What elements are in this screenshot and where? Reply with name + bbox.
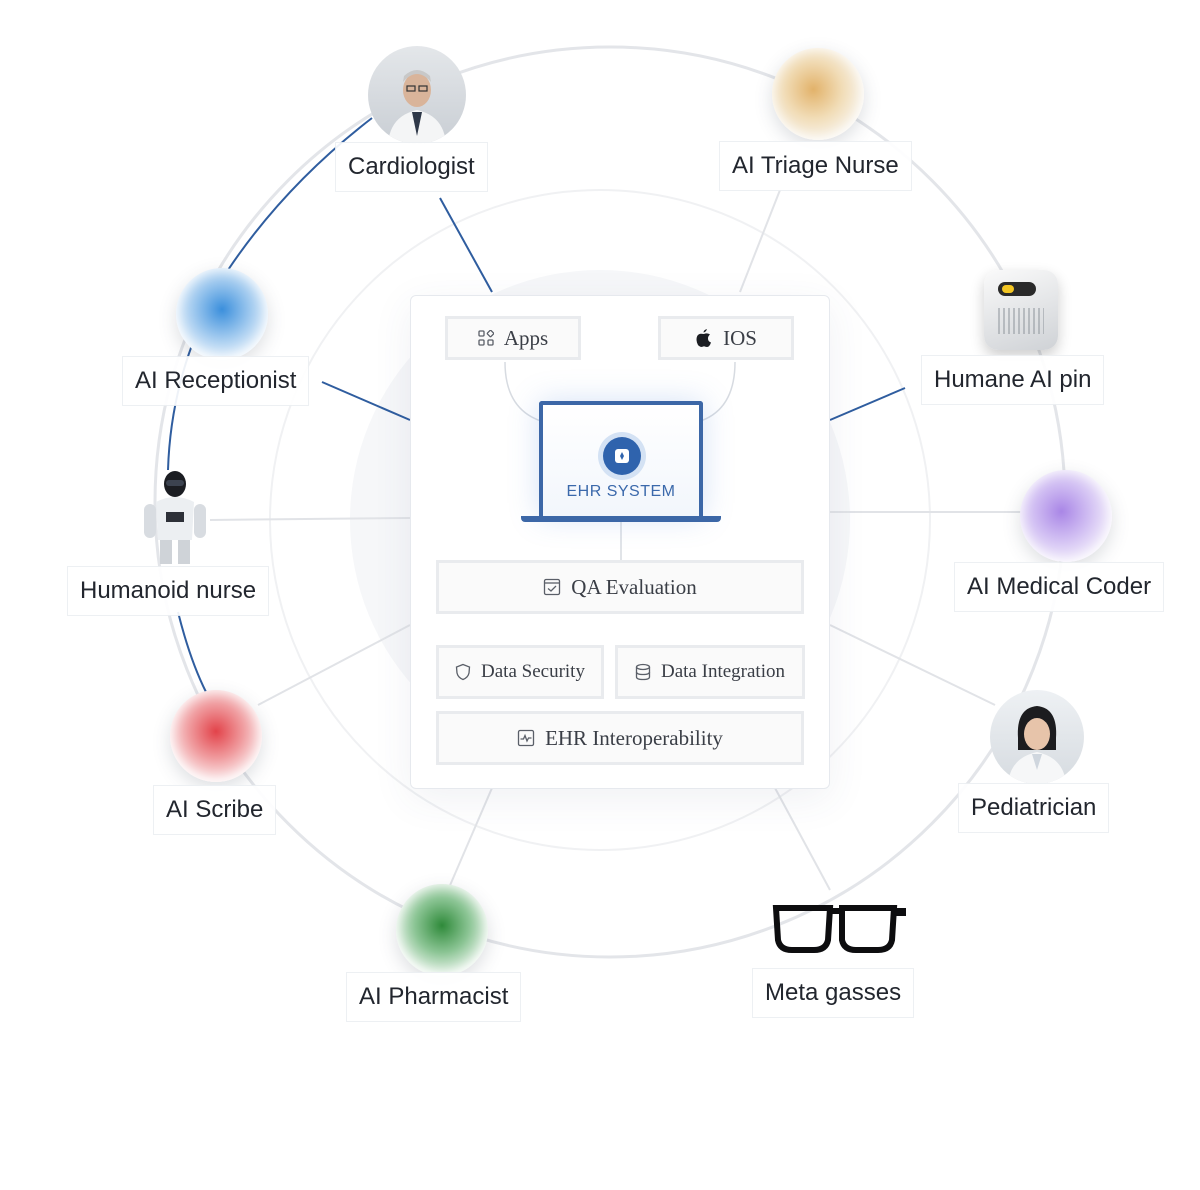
checkbox-icon [543, 578, 561, 596]
apps-icon [478, 330, 494, 346]
glasses-label: Meta gasses [753, 969, 913, 1017]
data-integration-pill[interactable]: Data Integration [615, 645, 805, 699]
database-icon [635, 663, 651, 681]
pediatrician-avatar [990, 690, 1084, 784]
qa-label: QA Evaluation [571, 575, 696, 600]
pin-speaker-grille [998, 308, 1044, 334]
cardiologist-avatar [368, 46, 466, 144]
scribe-label: AI Scribe [154, 786, 275, 834]
humane-pin-device [984, 270, 1058, 350]
apps-pill[interactable]: Apps [445, 316, 581, 360]
laptop-base [521, 516, 721, 522]
receptionist-orb [176, 268, 268, 360]
security-label: Data Security [481, 661, 585, 683]
coder-label: AI Medical Coder [955, 563, 1163, 611]
pharmacist-label: AI Pharmacist [347, 973, 520, 1021]
pharmacist-orb [396, 884, 488, 976]
humanoid-label: Humanoid nurse [68, 567, 268, 615]
activity-chart-icon [517, 729, 535, 747]
integration-label: Data Integration [661, 661, 785, 683]
doctor-icon [990, 690, 1084, 784]
spoke-glasses [775, 788, 830, 890]
spoke-pediatrician [830, 625, 995, 705]
scribe-orb [170, 690, 262, 782]
ehr-platform-panel: Apps IOS EHR SYSTEM [410, 295, 830, 789]
triage-orb [772, 48, 864, 140]
coder-orb [1020, 470, 1112, 562]
ehr-interoperability-pill[interactable]: EHR Interoperability [436, 711, 804, 765]
humane-label: Humane AI pin [922, 356, 1103, 404]
pin-camera-icon [998, 282, 1036, 296]
ios-pill[interactable]: IOS [658, 316, 794, 360]
humanoid-robot [136, 470, 214, 564]
doctor-icon [368, 46, 466, 144]
cardiologist-label: Cardiologist [336, 143, 487, 191]
data-security-pill[interactable]: Data Security [436, 645, 604, 699]
ehr-system-laptop[interactable]: EHR SYSTEM [539, 401, 703, 517]
qa-evaluation-pill[interactable]: QA Evaluation [436, 560, 804, 614]
ehr-system-label: EHR SYSTEM [543, 483, 699, 501]
glasses-icon [772, 900, 908, 956]
ios-label: IOS [723, 326, 757, 351]
receptionist-label: AI Receptionist [123, 357, 308, 405]
arc-cardiologist-receptionist [228, 118, 372, 270]
spoke-pharmacist [448, 788, 492, 890]
pediatrician-label: Pediatrician [959, 784, 1108, 832]
robot-icon [136, 470, 214, 564]
spoke-scribe [258, 625, 410, 705]
apps-label: Apps [504, 326, 548, 351]
spoke-triage [740, 190, 780, 292]
ehr-logo-icon [603, 437, 641, 475]
spoke-cardiologist [440, 198, 492, 292]
spoke-humane [830, 388, 905, 420]
apple-icon [695, 328, 713, 348]
shield-icon [455, 663, 471, 681]
interop-label: EHR Interoperability [545, 726, 723, 751]
triage-label: AI Triage Nurse [720, 142, 911, 190]
